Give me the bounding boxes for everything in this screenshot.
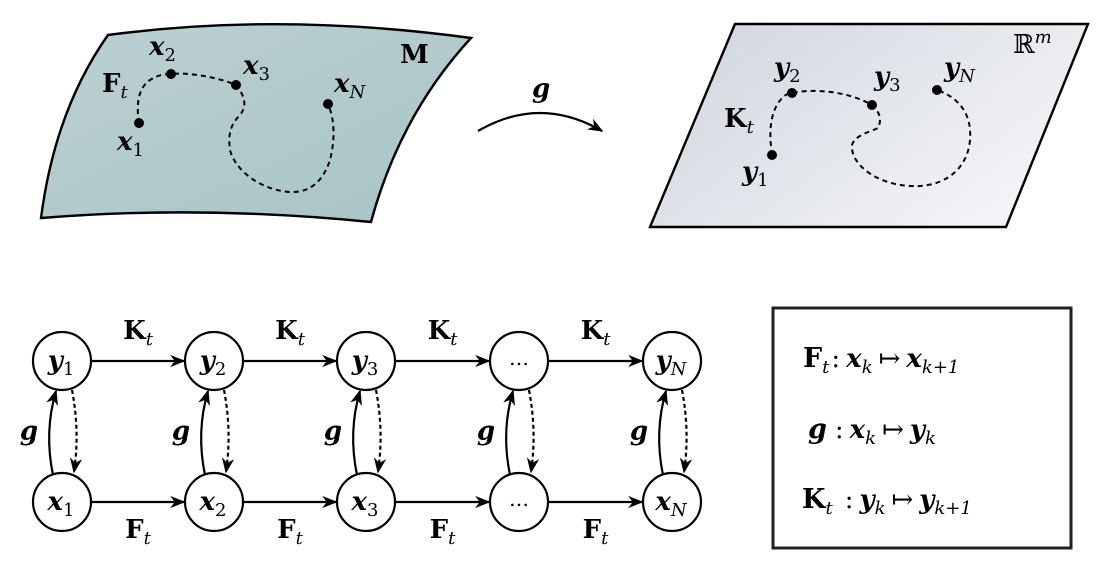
legend-box: Ft:xk↦xk+1 g:xk↦yk Kt:yk↦yk+1	[771, 306, 1073, 550]
bottom-node	[183, 471, 245, 533]
inverse-edge	[526, 389, 540, 474]
legend-frame	[771, 306, 1073, 550]
manifold-point-x3	[231, 80, 241, 90]
top-node	[183, 330, 245, 392]
g-edge	[350, 389, 362, 476]
inverse-edge	[679, 389, 693, 474]
bottom-node-label: …	[509, 487, 529, 511]
manifold-point-x1	[134, 118, 144, 128]
legend-line-F: Ft:xk↦xk+1	[803, 343, 959, 378]
top-node-label: …	[509, 346, 529, 370]
manifold-point-x2	[166, 69, 176, 79]
bottom-edge-label: Ft	[277, 515, 303, 549]
g-edge	[656, 389, 668, 476]
map-arrow-curve	[477, 111, 604, 132]
plane-label-y2: y2	[773, 53, 801, 87]
plane-point-y3	[867, 100, 877, 110]
bottom-node-label: x1	[47, 487, 75, 521]
legend-line-g: g:xk↦yk	[808, 414, 936, 449]
top-edge-label: Kt	[123, 316, 154, 350]
inverse-edge	[69, 389, 83, 474]
map-arrow-label: g	[532, 74, 550, 104]
bottom-edge-label: Ft	[125, 515, 151, 549]
top-node	[641, 330, 703, 392]
top-node	[31, 330, 93, 392]
bottom-node-label: x3	[351, 487, 379, 521]
g-edge-label: g	[20, 417, 38, 447]
bottom-node-label: xN	[654, 487, 688, 521]
plane-flow-label: Kt	[724, 104, 755, 138]
top-node	[335, 330, 397, 392]
top-node-label: y1	[47, 346, 75, 380]
bottom-edge-label: Ft	[430, 515, 456, 549]
bottom-node-label: x2	[199, 487, 227, 521]
top-edge-label: Kt	[581, 316, 612, 350]
bottom-node	[335, 471, 397, 533]
plane-point-y2	[787, 88, 797, 98]
g-edge-label: g	[324, 417, 342, 447]
plane-label: ℝm	[1013, 27, 1052, 60]
manifold-label-x3: x3	[242, 51, 270, 85]
plane-label-yN: yN	[943, 53, 976, 87]
manifold-label-x2: x2	[148, 32, 176, 66]
bottom-node	[488, 471, 550, 533]
legend-line-K: Kt:yk↦yk+1	[802, 484, 972, 519]
g-edge-label: g	[477, 417, 495, 447]
top-node-label: y3	[351, 346, 379, 380]
g-edge	[198, 389, 210, 476]
manifold-surface	[39, 23, 474, 224]
top-node-label: y2	[199, 346, 227, 380]
plane-point-y1	[767, 150, 777, 160]
g-edge-label: g	[630, 417, 648, 447]
top-edge-label: Kt	[428, 316, 459, 350]
plane-trajectory	[769, 89, 972, 188]
manifold-trajectory	[136, 72, 335, 194]
manifold-label-xN: xN	[333, 69, 367, 103]
top-node	[488, 330, 550, 392]
manifold-flow-label: Ft	[102, 69, 128, 103]
manifold-point-xN	[323, 99, 333, 109]
top-edge-label: Kt	[275, 316, 306, 350]
g-edge	[46, 389, 58, 476]
plane-label-y3: y3	[873, 62, 901, 96]
inverse-edge	[221, 389, 235, 474]
plane-surface	[648, 22, 1090, 229]
top-node-label: yN	[655, 346, 688, 380]
plane-label-y1: y1	[741, 157, 769, 191]
map-arrow: g	[477, 74, 604, 132]
manifold-label: M	[400, 40, 429, 70]
plane: ℝm y1 y2 y3 yN Kt	[648, 22, 1090, 229]
inverse-edge	[373, 389, 387, 474]
manifold: M x1 x2 x3 xN Ft	[39, 23, 474, 224]
bottom-node	[31, 471, 93, 533]
g-edge	[503, 389, 515, 476]
bottom-node	[641, 471, 703, 533]
plane-point-yN	[932, 85, 942, 95]
manifold-label-x1: x1	[116, 127, 144, 161]
bottom-edge-label: Ft	[583, 515, 609, 549]
g-edge-label: g	[172, 417, 190, 447]
